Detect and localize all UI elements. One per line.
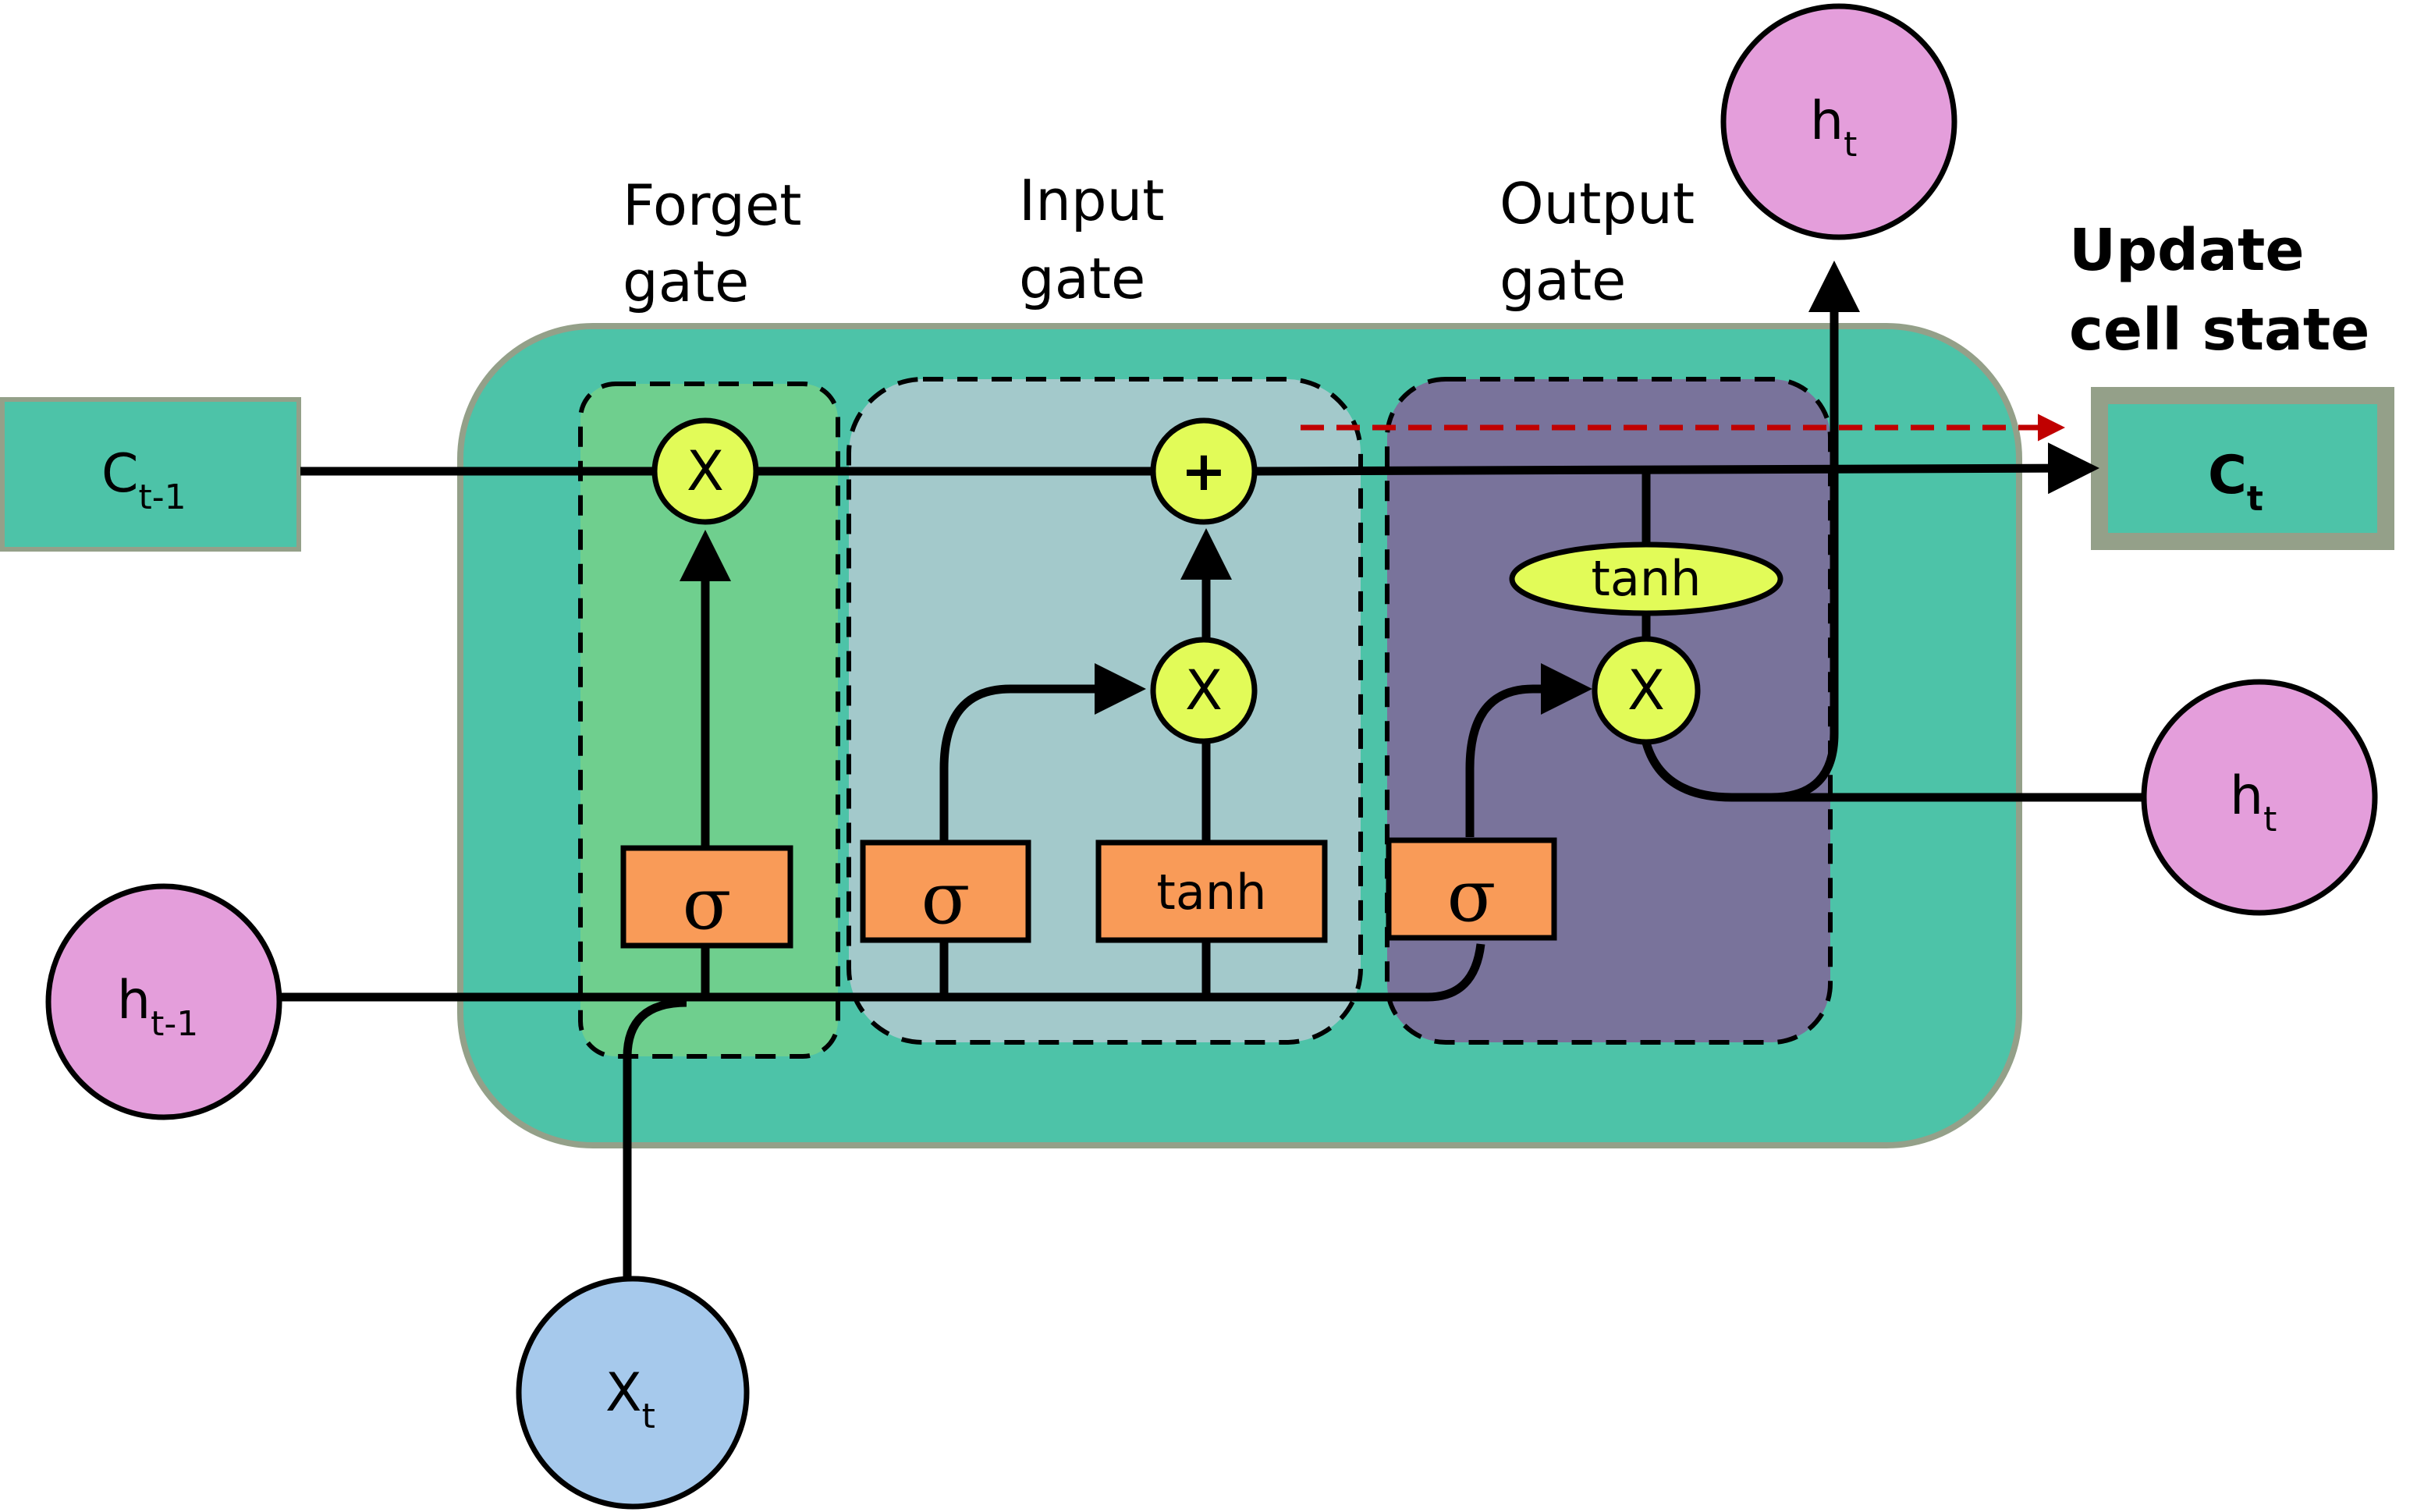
update-cell-state-line1: Update: [2069, 217, 2305, 284]
input-gate-title-line2: gate: [1019, 246, 1145, 311]
plus-icon: [1150, 417, 1258, 525]
h-output-top-node: ht: [1720, 3, 1957, 240]
input-tanh-label: tanh: [1157, 864, 1267, 921]
c-next-label: Ct: [2208, 445, 2263, 519]
x-input-node: Xt: [516, 1276, 750, 1510]
input-tanh-box: tanh: [1095, 839, 1328, 943]
multiply-icon: [1150, 637, 1258, 744]
h-prev-node: ht-1: [45, 883, 282, 1120]
x-input-circle: [516, 1276, 750, 1510]
output-sigma-out: [1465, 663, 1592, 837]
sigma-box: [1386, 837, 1557, 941]
hidden-output-up: [1770, 261, 1860, 802]
update-cell-state-title: Update cell state: [2069, 217, 2369, 364]
input-multiply-label: X: [1185, 658, 1223, 722]
input-sigma-out: [939, 663, 1146, 840]
output-tanh-op: tanh: [1509, 541, 1783, 616]
sigma-icon: σ: [1447, 854, 1496, 938]
input-multiply-op: X: [1150, 637, 1258, 744]
c-next-node: Ct: [2091, 387, 2394, 550]
output-gate-title: Output gate: [1500, 171, 1695, 313]
input-gate-title: Input gate: [1019, 168, 1164, 311]
tanh-ellipse: [1509, 541, 1783, 616]
h-output-top-label: ht: [1810, 91, 1857, 165]
forget-gate-title: Forget gate: [623, 172, 801, 314]
forget-multiply-op: X: [651, 417, 759, 525]
forget-gate-title-line2: gate: [623, 249, 749, 314]
output-sigma-box: σ: [1386, 837, 1557, 941]
output-gate-title-line1: Output: [1500, 171, 1695, 236]
c-prev-node: Ct-1: [0, 397, 301, 552]
multiply-icon: [651, 417, 759, 525]
h-prev-label: ht-1: [117, 970, 198, 1044]
c-next-box: [2091, 387, 2394, 550]
forget-multiply-label: X: [687, 439, 724, 503]
cell-state-line-out: [1255, 442, 2099, 495]
h-prev-circle: [45, 883, 282, 1120]
sigma-icon: σ: [921, 857, 971, 940]
c-prev-box: [0, 397, 301, 552]
output-multiply-op: X: [1592, 636, 1701, 745]
sigma-box: [860, 839, 1031, 943]
input-x-line: [623, 998, 687, 1287]
multiply-icon: [1592, 636, 1701, 745]
h-output-top-circle: [1720, 3, 1957, 240]
forget-sigma-box: σ: [620, 845, 793, 949]
x-input-label: Xt: [605, 1362, 655, 1436]
input-gate-title-line1: Input: [1019, 168, 1164, 233]
h-output-right-label: ht: [2230, 765, 2277, 839]
cell-add-op: +: [1150, 417, 1258, 525]
output-tanh-label: tanh: [1592, 550, 1702, 607]
cell-add-label: +: [1181, 439, 1227, 503]
output-multiply-label: X: [1627, 658, 1665, 722]
h-output-right-node: ht: [2141, 679, 2378, 916]
forget-gate-title-line1: Forget: [623, 172, 801, 238]
sigma-icon: σ: [683, 862, 732, 946]
tanh-box: [1095, 839, 1328, 943]
input-sigma-box: σ: [860, 839, 1031, 943]
c-prev-label: Ct-1: [101, 443, 186, 517]
update-cell-state-line2: cell state: [2069, 296, 2369, 364]
h-output-right-circle: [2141, 679, 2378, 916]
output-gate-title-line2: gate: [1500, 247, 1626, 313]
output-multiply-out: [1642, 741, 2259, 823]
sigma-box: [620, 845, 793, 949]
hidden-state-line: [281, 943, 1485, 1002]
